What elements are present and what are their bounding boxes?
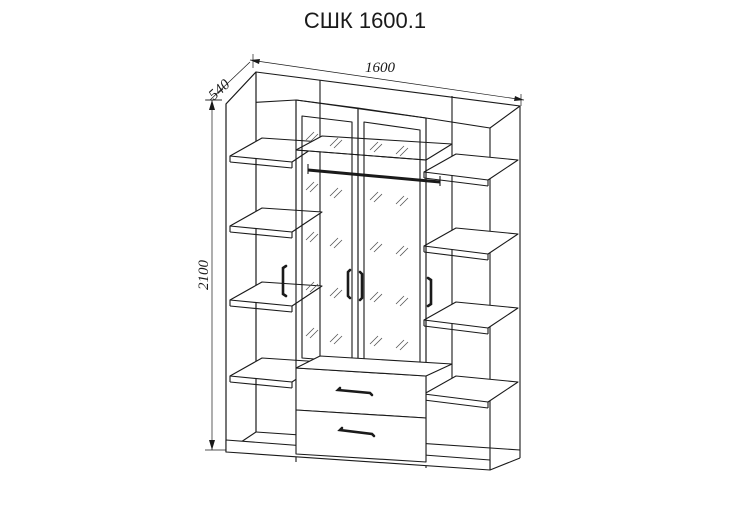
bottom-drawer-handle [337, 426, 376, 438]
top-drawer-handle [335, 386, 374, 397]
page-title: СШК 1600.1 [303, 8, 427, 33]
drawers [295, 355, 453, 463]
left-shelves [229, 137, 323, 389]
width-dimension: 1600 [249, 54, 525, 106]
right-shelves [423, 153, 519, 409]
left-mirror-glass [305, 131, 343, 345]
right-door-handle [426, 276, 433, 308]
left-door-handle [281, 264, 288, 298]
middle-top-shelf [295, 135, 453, 161]
height-label: 2100 [196, 260, 212, 291]
width-label: 1600 [365, 60, 396, 76]
center-left-handle [346, 268, 352, 300]
height-dimension: 2100 [196, 99, 226, 451]
hanging-rod [307, 164, 441, 186]
center-right-handle [358, 270, 364, 302]
right-mirror-glass [369, 141, 409, 351]
left-mirror-door [295, 99, 359, 373]
door-handles [281, 264, 433, 308]
